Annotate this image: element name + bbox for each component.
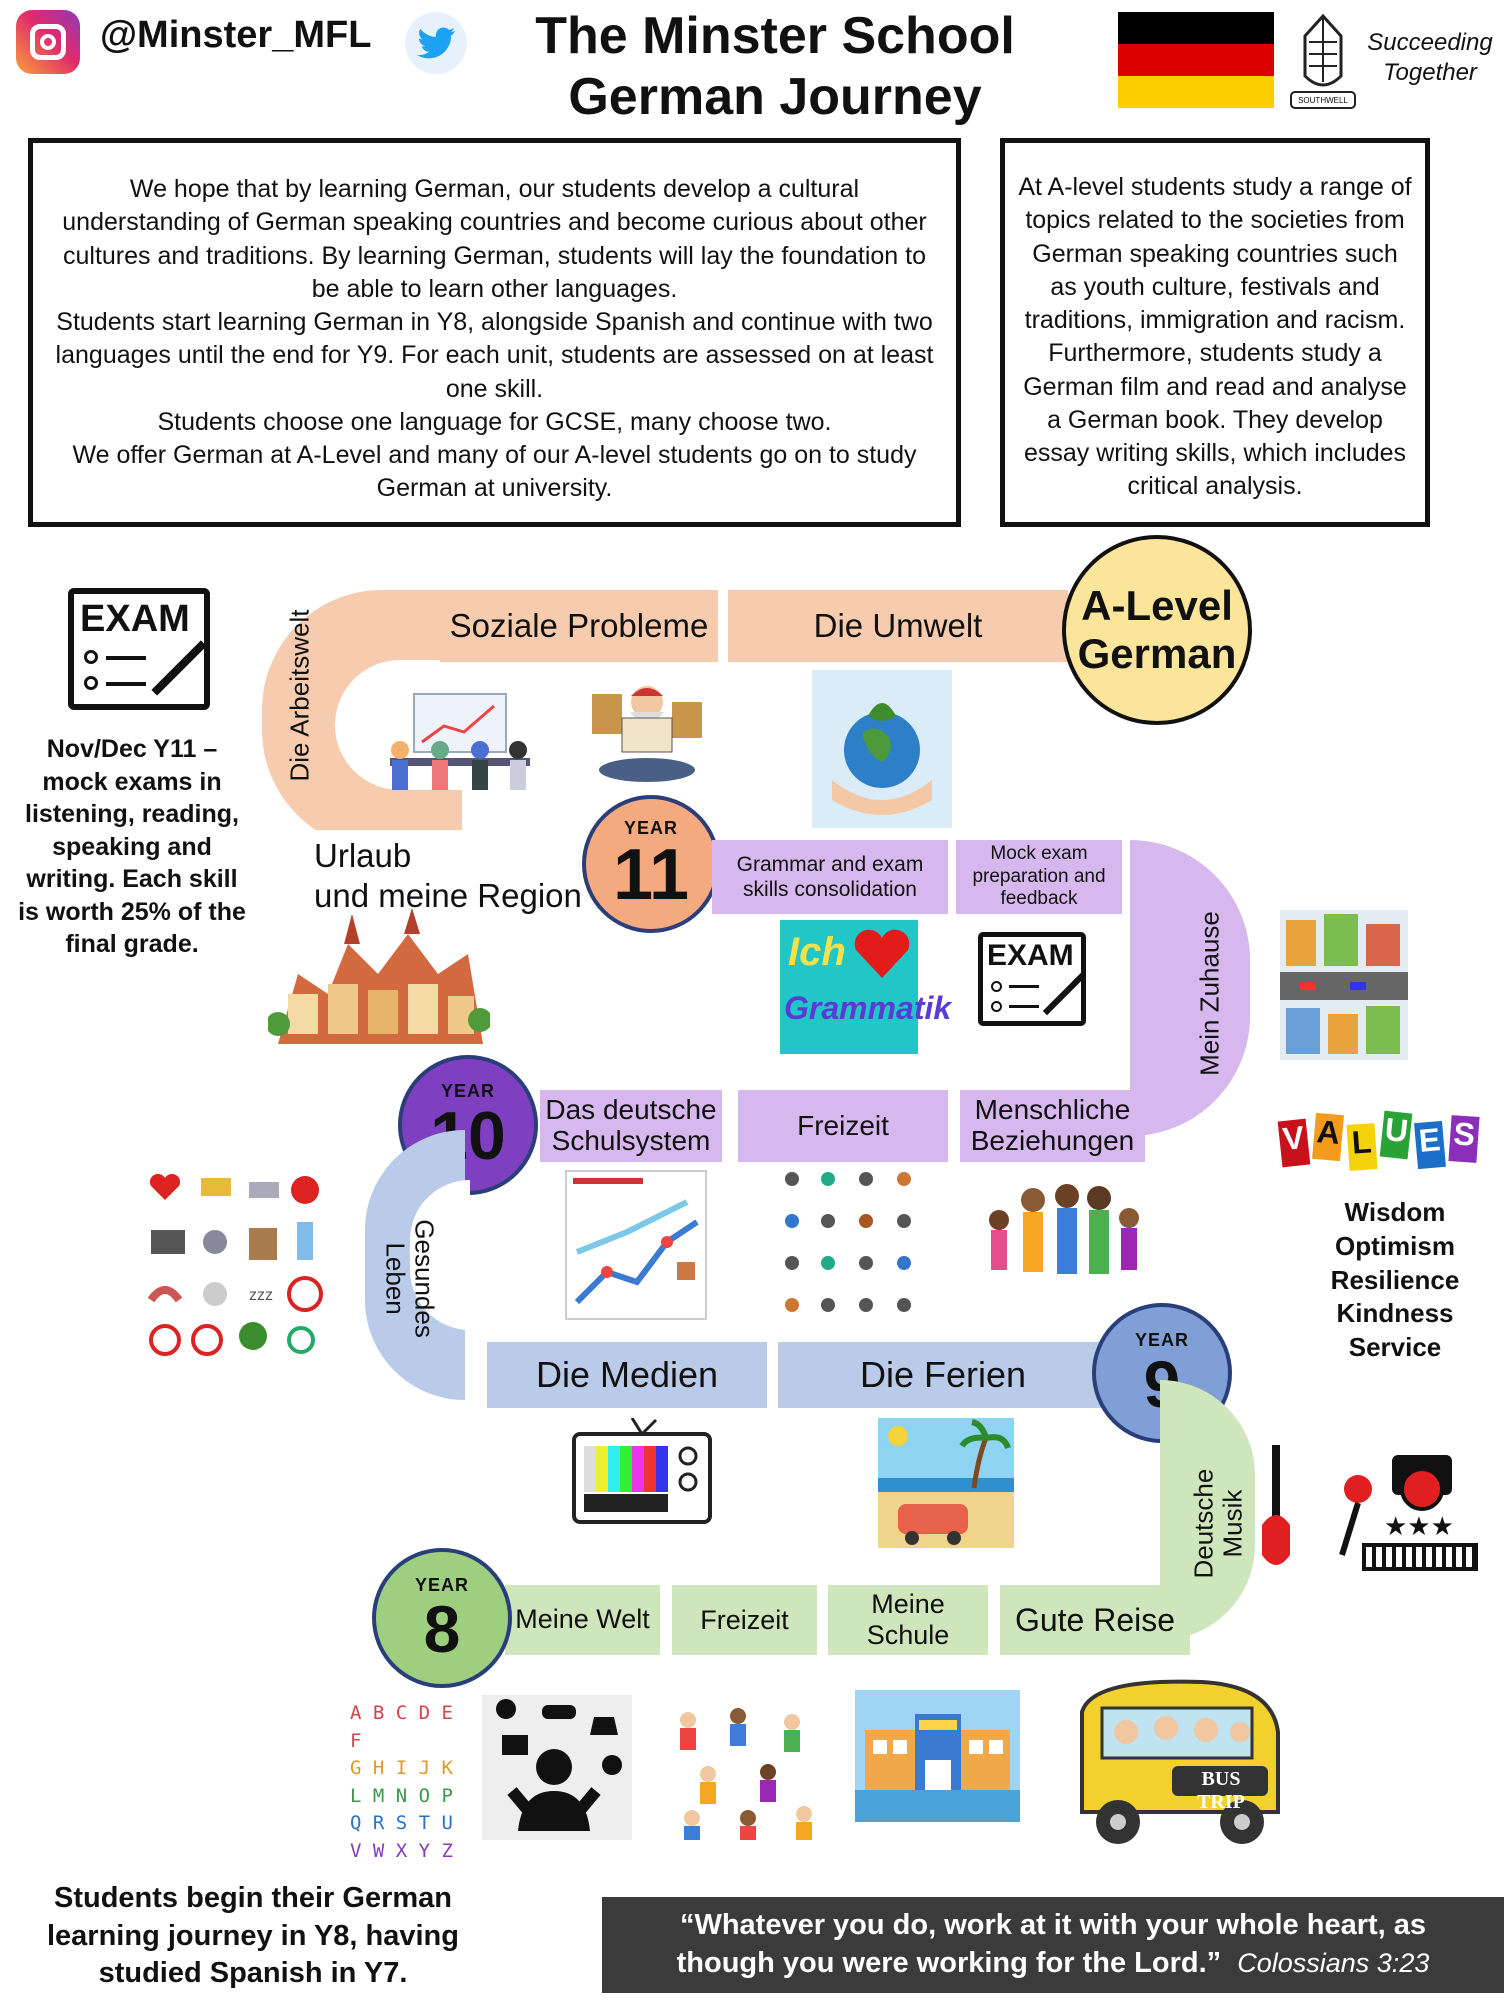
intro-paragraph: We hope that by learning German, our stu… [62, 175, 927, 303]
ich-liebe-grammatik-image: Ich Grammatik [780, 920, 951, 1054]
alevel-description: At A-level students study a range of top… [1018, 173, 1412, 501]
quote-banner: “Whatever you do, work at it with your w… [602, 1897, 1504, 1993]
topic-grammar[interactable]: Grammar and exam skills consolidation [712, 840, 948, 914]
german-flag [1118, 12, 1274, 108]
bus-trip-label: BUS TRIP [1197, 1768, 1245, 1813]
health-icons-image: zzz [145, 1170, 330, 1358]
page-title: The Minster School German Journey [535, 7, 1015, 127]
beach-holiday-image [878, 1418, 1014, 1548]
town-image [266, 904, 492, 1044]
topic-meine-schule[interactable]: Meine Schule [828, 1585, 988, 1655]
quote-reference: Colossians 3:23 [1237, 1947, 1430, 1978]
values-banner: V A L U E S [1276, 1100, 1486, 1190]
music-instruments-image: ★★★ [1262, 1435, 1480, 1575]
topic-freizeit-8[interactable]: Freizeit [672, 1585, 817, 1655]
topic-freizeit-10[interactable]: Freizeit [738, 1090, 948, 1162]
homeless-person-image [592, 674, 702, 784]
juggling-hobbies-icon [482, 1695, 632, 1840]
svg-text:★★★: ★★★ [1384, 1511, 1454, 1541]
earth-in-hands-image [812, 670, 952, 828]
intro-paragraph: Students choose one language for GCSE, m… [157, 407, 832, 436]
topic-meine-welt[interactable]: Meine Welt [505, 1585, 660, 1655]
topic-soziale-probleme[interactable]: Soziale Probleme [440, 590, 718, 662]
motto: Succeeding Together [1367, 29, 1493, 86]
television-image [572, 1417, 712, 1528]
twitter-icon[interactable] [405, 12, 467, 74]
topic-beziehungen[interactable]: Menschliche Beziehungen [960, 1090, 1145, 1162]
family-image [975, 1170, 1147, 1290]
exam-icon: EXAM [68, 588, 210, 710]
road-arc-right [1130, 840, 1250, 1136]
quote-text: “Whatever you do, work at it with your w… [676, 1909, 1427, 1979]
social-handle[interactable]: @Minster_MFL [100, 14, 372, 56]
topic-die-ferien[interactable]: Die Ferien [778, 1342, 1108, 1408]
topic-die-medien[interactable]: Die Medien [487, 1342, 767, 1408]
topic-gute-reise[interactable]: Gute Reise [1000, 1585, 1190, 1655]
topic-mein-zuhause[interactable]: Mein Zuhause [1194, 911, 1225, 1076]
svg-text:zzz: zzz [249, 1287, 273, 1304]
business-meeting-image [370, 688, 545, 800]
crest-text: SOUTHWELL [1298, 96, 1348, 105]
topic-mock-exam[interactable]: Mock exam preparation and feedback [956, 840, 1122, 914]
intro-box-right: At A-level students study a range of top… [1000, 138, 1430, 527]
instagram-icon[interactable] [16, 10, 80, 74]
kids-playing-image [668, 1700, 823, 1840]
intro-paragraph: Students start learning German in Y8, al… [55, 308, 934, 403]
exam-icon: EXAM [978, 932, 1086, 1026]
bus-trip-image: BUS TRIP [1062, 1672, 1302, 1852]
intro-paragraph: We offer German at A-Level and many of o… [72, 441, 917, 503]
topic-die-arbeitswelt[interactable]: Die Arbeitswelt [284, 609, 315, 782]
intro-box-left: We hope that by learning German, our stu… [28, 138, 961, 527]
housing-image [1280, 910, 1408, 1060]
alphabet-image: A B C D E F G H I J K L M N O P Q R S T … [350, 1702, 453, 1862]
exam-note: Nov/Dec Y11 – mock exams in listening, r… [18, 735, 246, 958]
topic-die-umwelt[interactable]: Die Umwelt [728, 590, 1068, 662]
school-crest-icon: SOUTHWELL [1285, 12, 1361, 112]
hobbies-icons-image [778, 1165, 928, 1325]
footer-note: Students begin their German learning jou… [46, 1882, 459, 1990]
school-building-image [855, 1690, 1020, 1822]
topic-schulsystem[interactable]: Das deutsche Schulsystem [540, 1090, 722, 1162]
school-system-image [565, 1170, 707, 1320]
